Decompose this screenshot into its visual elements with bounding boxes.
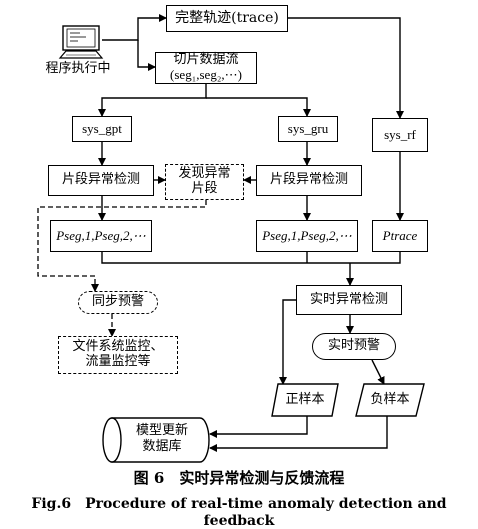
negative-sample-shape (355, 383, 425, 417)
edge-slice-sysgru (206, 97, 311, 117)
edge-negative-db (209, 416, 388, 452)
p-left-box: Pseg,1,Pseg,2,⋯ (50, 220, 152, 252)
right-detect-box: 片段异常检测 (256, 165, 362, 196)
positive-sample-label: 正样本 (285, 392, 325, 407)
left-detect-box: 片段异常检测 (48, 165, 154, 196)
p-left-text: Pseg,1,Pseg,2,⋯ (56, 227, 146, 243)
slice-line2: (seg₁,seg₂,⋯) (170, 67, 242, 82)
caption-zh: 图 6 实时异常检测与反馈流程 (133, 469, 345, 487)
sys-rf-box: sys_rf (372, 118, 428, 152)
edge-ptrace-merge (350, 252, 401, 264)
negative-sample-label: 负样本 (370, 392, 410, 407)
edge-computer-slice (137, 40, 156, 71)
edge-pleft-merge (101, 252, 350, 264)
monitor-box: 文件系统监控、 流量监控等 (58, 336, 178, 374)
caption-en: Fig.6 Procedure of real-time anomaly det… (31, 496, 447, 529)
p-trace-text: Ptrace (382, 227, 418, 243)
slice-line1: 切片数据流 (173, 52, 239, 68)
sys-gpt-box: sys_gpt (72, 116, 132, 142)
db-line2: 数据库 (142, 438, 182, 454)
database-cylinder (102, 417, 210, 463)
program-label: 程序执行中 (45, 61, 111, 76)
edge-trace-sysrf (288, 17, 404, 119)
positive-sample-shape (271, 383, 339, 417)
p-right-text: Pseg,1,Pseg,2,⋯ (262, 227, 352, 243)
realtime-detect-box: 实时异常检测 (296, 285, 402, 315)
found-anomaly-box: 发现异常 片段 (165, 164, 244, 200)
p-trace-box: Ptrace (372, 220, 428, 252)
sys-gru-box: sys_gru (278, 116, 338, 142)
db-line1: 模型更新 (135, 423, 188, 438)
computer-icon (58, 25, 104, 59)
edge-slice-sysgpt (98, 84, 207, 117)
edge-alert-negative (371, 359, 385, 385)
database-label: 模型更新 数据库 (122, 423, 202, 454)
monitor-line2: 流量监控等 (85, 354, 151, 369)
edge-computer-trace (102, 14, 167, 41)
edge-found-syncalert (37, 200, 207, 292)
edge-positive-db (209, 416, 308, 438)
p-right-box: Pseg,1,Pseg,2,⋯ (256, 220, 358, 252)
edge-realtime-positive (279, 299, 296, 385)
found-line1: 发现异常 (178, 166, 231, 182)
trace-box: 完整轨迹(trace) (166, 5, 288, 32)
found-line2: 片段 (191, 181, 218, 196)
slice-box: 切片数据流 (seg₁,seg₂,⋯) (155, 52, 257, 84)
monitor-line1: 文件系统监控、 (72, 339, 164, 355)
realtime-alert-box: 实时预警 (312, 333, 396, 360)
sync-alert-box: 同步预警 (78, 291, 158, 314)
